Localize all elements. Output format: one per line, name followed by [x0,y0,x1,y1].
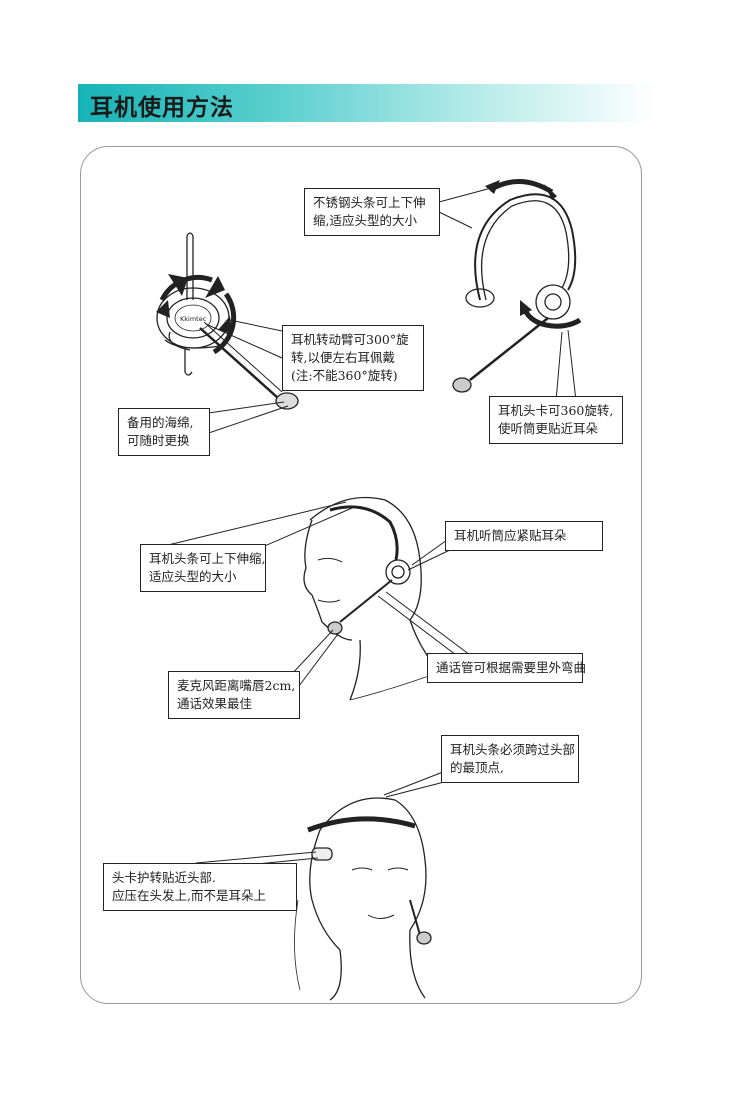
instruction-panel [80,146,642,1004]
woman-front-illustration [294,797,432,1001]
callout-headband-crown: 耳机头条必须跨过头部 的最顶点, [441,735,579,783]
section-header-bar [78,84,656,122]
woman-side-illustration [303,496,441,701]
callout-voice-tube: 通话管可根据需要里外弯曲 [427,653,586,683]
callout-arm-rotate: 耳机转动臂可300°旋 转,以便左右耳佩戴 (注:不能360°旋转) [282,325,424,391]
page-title: 耳机使用方法 [90,95,234,121]
callout-foam: 备用的海绵, 可随时更换 [118,408,210,456]
callout-mic-distance: 麦克风距离嘴唇2cm, 通话效果最佳 [168,671,300,719]
callout-headband-top: 不锈钢头条可上下伸 缩,适应头型的大小 [304,188,440,236]
callout-clip-rotate: 耳机头卡可360旋转, 使听筒更贴近耳朵 [489,396,623,444]
brand-label: Kkimtec [180,315,207,323]
headset-side-illustration [156,232,299,410]
headset-front-illustration [452,179,582,393]
callout-clip-position: 头卡护转贴近头部. 应压在头发上,而不是耳朵上 [103,863,297,911]
callout-earpiece: 耳机听筒应紧贴耳朵 [445,521,603,551]
callout-headband-mid: 耳机头条可上下伸缩, 适应头型的大小 [140,544,266,592]
